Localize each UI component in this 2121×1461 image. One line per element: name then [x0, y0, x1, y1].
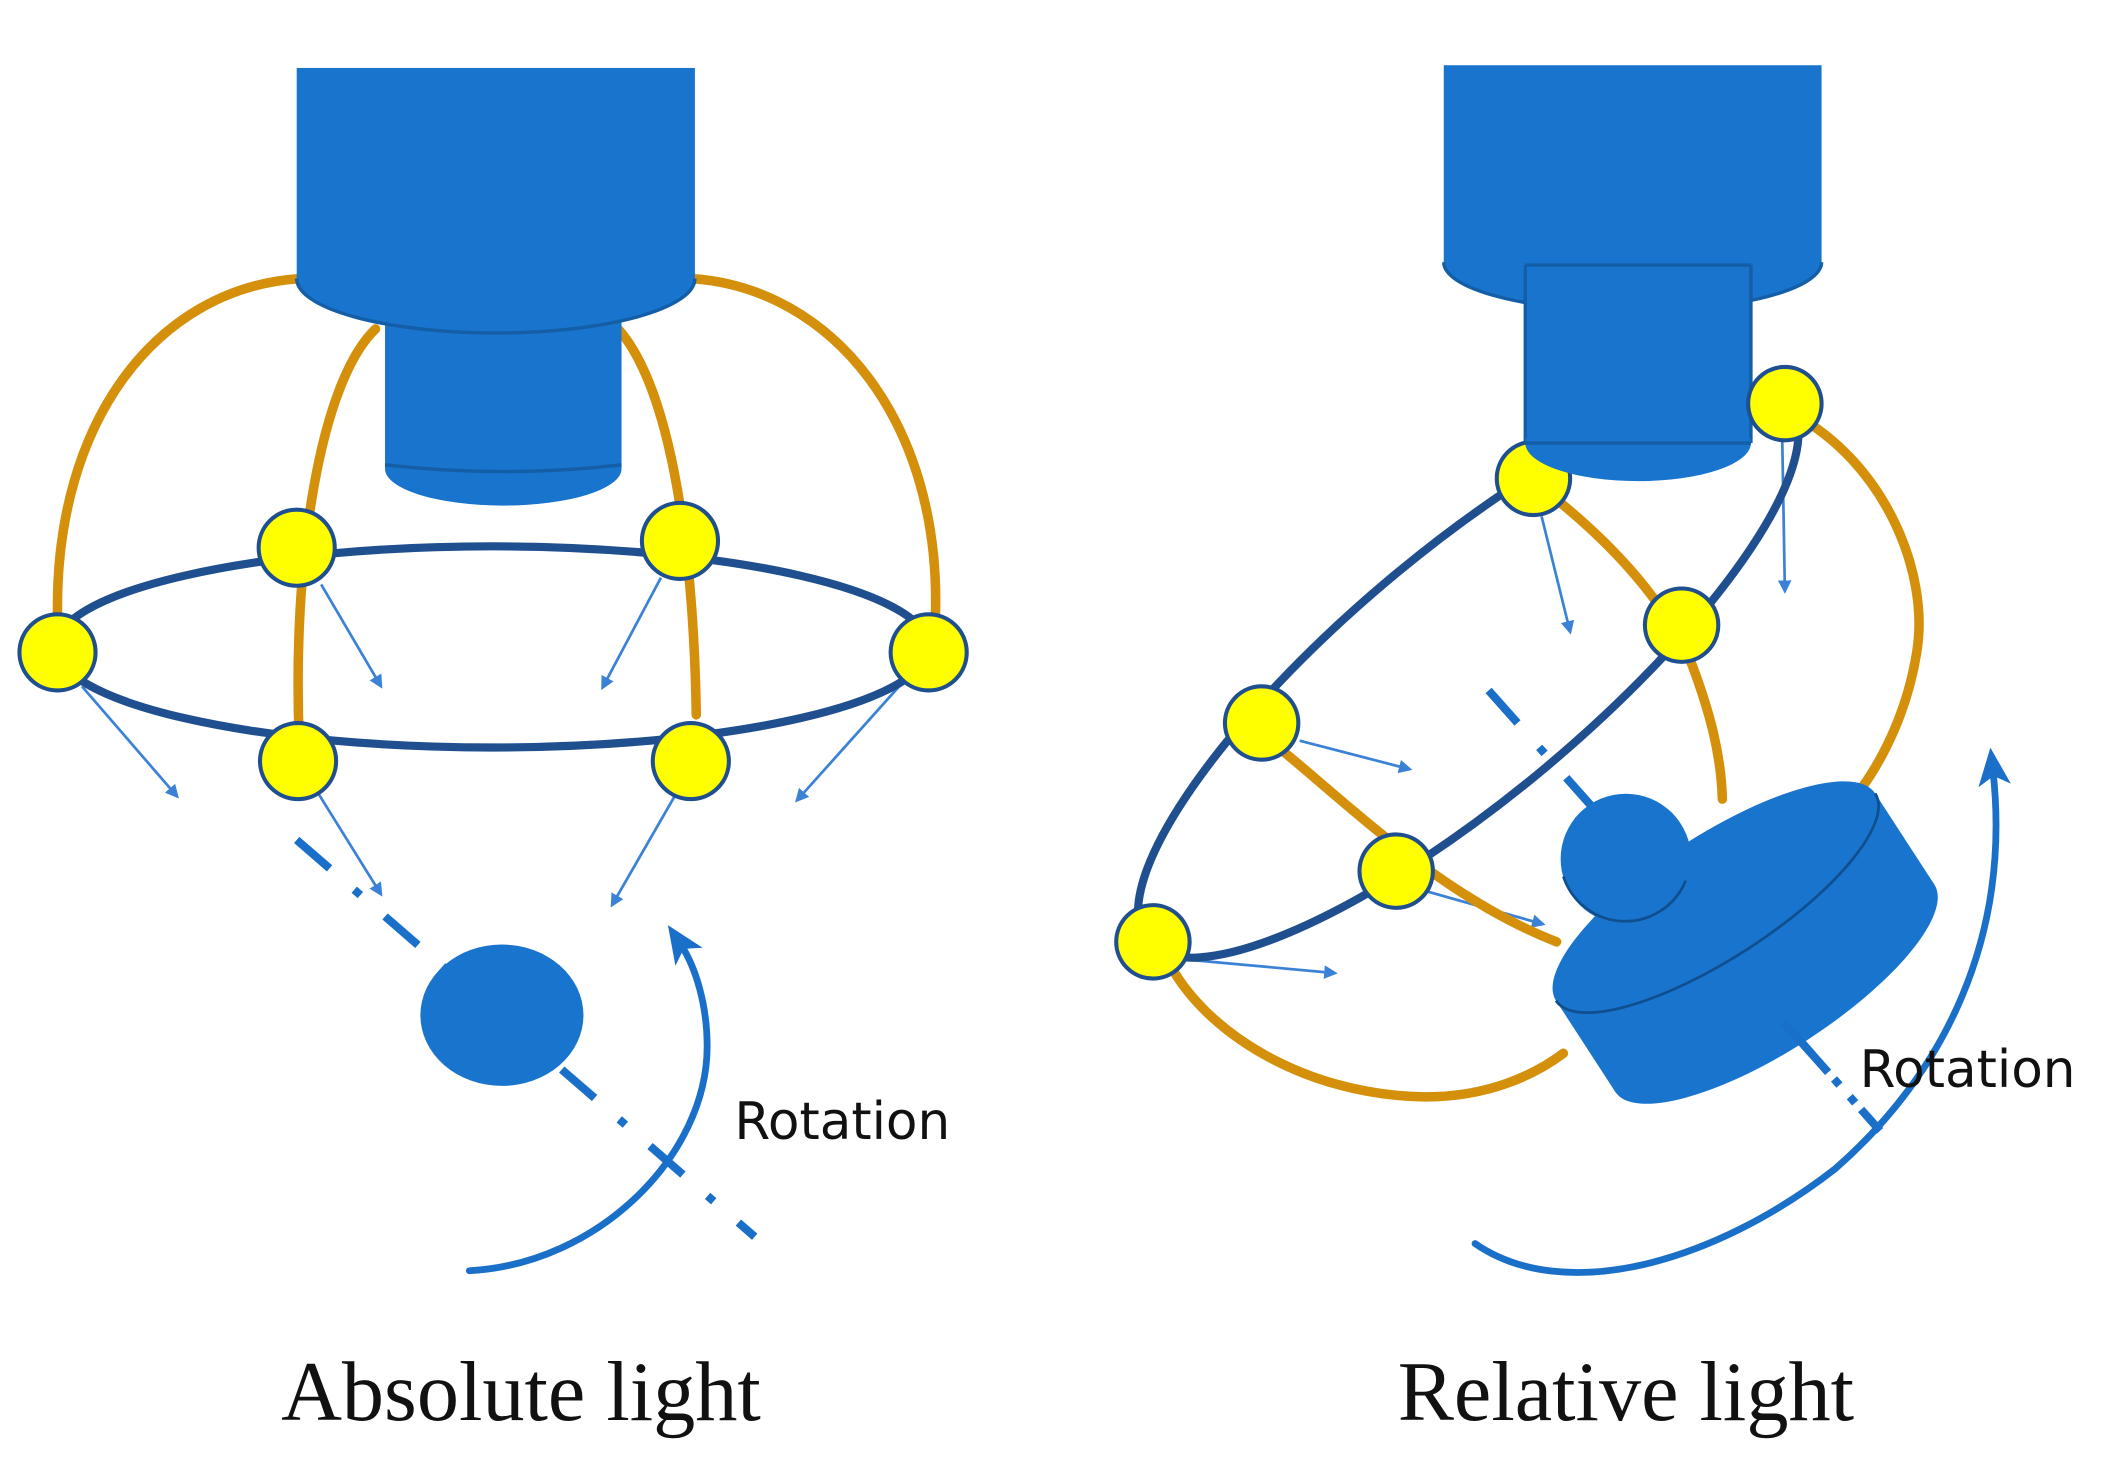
light-source: [1114, 903, 1192, 981]
support-wire: [1789, 409, 1924, 821]
light-source: [639, 500, 721, 582]
panel-absolute-light: Rotation Absolute light: [17, 67, 969, 1439]
support-wire: [687, 273, 941, 620]
rotation-arrow-left: [465, 925, 711, 1275]
object-right: [1552, 781, 1938, 1104]
object-bottom: [1611, 872, 1938, 1104]
light-source: [888, 612, 969, 693]
light-ring-left: [52, 542, 933, 752]
light-ray: [1185, 958, 1338, 979]
support-wire: [52, 273, 305, 620]
rotation-arrow-right: [1471, 747, 2011, 1276]
object-left: [420, 944, 584, 1086]
object-top: [1552, 781, 1879, 1013]
light-source: [17, 612, 98, 693]
support-wires-left: [52, 273, 941, 750]
camera-left: [295, 67, 697, 506]
camera-right: [1442, 65, 1824, 482]
rotation-axis-left: [294, 836, 758, 1240]
object-knob: [1560, 793, 1692, 925]
rotation-label-left: Rotation: [734, 1092, 950, 1152]
light-sources-right: [1114, 364, 1824, 981]
light-ray: [80, 685, 179, 799]
object-knob-edge: [1562, 876, 1687, 923]
caption-relative-light: Relative light: [1398, 1346, 1854, 1439]
light-ray: [1299, 739, 1413, 774]
camera-lens-edge: [384, 463, 622, 474]
rotation-axis-right-lower: [1780, 1019, 1884, 1134]
light-ray: [610, 795, 676, 908]
light-rays-left: [80, 576, 904, 908]
light-source: [257, 720, 339, 802]
light-source: [1222, 684, 1301, 762]
light-ray: [317, 792, 383, 897]
panel-relative-light: Rotation Relative light: [1114, 65, 2076, 1439]
support-wire: [1161, 953, 1569, 1102]
light-sources-left: [17, 500, 969, 802]
light-source: [650, 720, 731, 802]
camera-body-edge: [295, 278, 697, 335]
light-source: [1357, 832, 1435, 910]
support-wire: [601, 313, 702, 720]
light-ray: [1540, 516, 1575, 635]
light-source: [256, 507, 337, 588]
rotation-axis-right: [1485, 687, 1884, 1134]
light-source: [1642, 586, 1721, 664]
camera-lens-base: [385, 432, 622, 506]
light-ray: [601, 576, 663, 691]
camera-body-base: [296, 224, 695, 333]
object-top-edge: [1554, 792, 1880, 1014]
light-ray: [795, 681, 904, 803]
light-source: [1746, 364, 1824, 443]
light-ray: [1777, 434, 1792, 594]
caption-absolute-light: Absolute light: [281, 1346, 761, 1439]
rotation-label-right: Rotation: [1860, 1040, 2076, 1100]
light-ray: [319, 583, 383, 689]
support-wire: [293, 324, 381, 750]
